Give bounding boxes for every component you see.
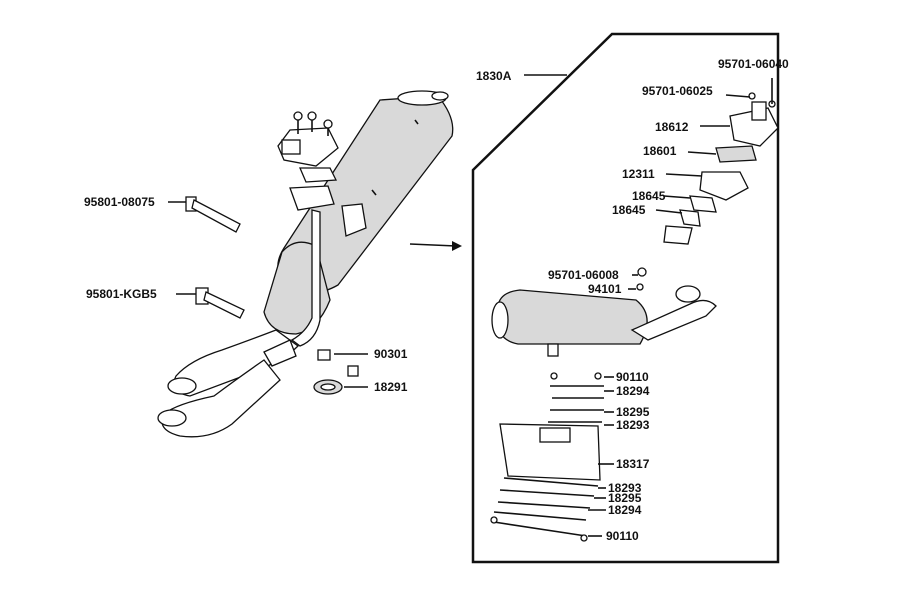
- label-heat-shield: 18317: [616, 457, 650, 471]
- top-mount-plate: [289, 185, 335, 211]
- label-flange: 18612: [655, 120, 689, 134]
- long-bolt: [185, 196, 241, 233]
- label-clip-b: 18645: [612, 203, 646, 217]
- label-strap-top-c: 18293: [616, 418, 650, 432]
- label-strap-bot-b: 18295: [608, 491, 642, 505]
- top-bolt-1: [293, 111, 303, 121]
- top-bolt-2: [307, 111, 317, 121]
- nut-pair: [317, 349, 359, 377]
- label-bolt-long: 95801-08075: [84, 195, 155, 209]
- label-strap-bot-c: 18294: [608, 503, 642, 517]
- explode-arrow: [409, 241, 462, 251]
- top-flange-pipe: [281, 139, 301, 155]
- muffler-tip: [431, 91, 449, 101]
- label-gasket-plate: 18601: [643, 144, 677, 158]
- label-screw-mid: 95701-06025: [642, 84, 713, 98]
- clip-part-b: [679, 209, 701, 227]
- label-screw-top: 95701-06040: [718, 57, 789, 71]
- strap-group-lower: [490, 477, 599, 542]
- bracket-arm: [290, 209, 321, 347]
- top-gasket: [299, 167, 338, 183]
- clip-part-a: [689, 195, 717, 213]
- bracket-small-part: [663, 225, 693, 245]
- top-bolt-3: [323, 119, 333, 129]
- bracket-mount: [341, 203, 367, 237]
- short-bolt: [195, 287, 245, 319]
- assembly-frame: [471, 32, 780, 564]
- label-fastener-top: 90110: [616, 370, 649, 384]
- strap-group-upper: [548, 372, 604, 423]
- header-inlet-2: [157, 409, 187, 427]
- label-assembly: 1830A: [476, 69, 512, 83]
- pipe-clamp: [263, 339, 297, 367]
- label-strap-bot-a: 18293: [608, 481, 642, 495]
- gasket-plate-part: [715, 145, 757, 163]
- label-clip-a: 18645: [632, 189, 666, 203]
- label-washer: 94101: [588, 282, 622, 296]
- exploded-upper-parts: [663, 92, 779, 245]
- label-bolt-small: 95701-06008: [548, 268, 619, 282]
- valve-body-part: [699, 171, 749, 201]
- label-bolt-short: 95801-KGB5: [86, 287, 157, 301]
- label-valve-body: 12311: [622, 167, 655, 181]
- label-strap-top-b: 18295: [616, 405, 650, 419]
- heat-shield-part: [499, 423, 601, 481]
- label-gasket: 18291: [374, 380, 408, 394]
- label-strap-top-a: 18294: [616, 384, 650, 398]
- label-nut: 90301: [374, 347, 408, 361]
- exploded-muffler: [491, 267, 717, 357]
- label-fastener-bottom: 90110: [606, 529, 639, 543]
- header-inlet-1: [167, 377, 197, 395]
- muffler-link-pipe: [630, 299, 717, 341]
- assembled-exhaust: [157, 90, 454, 438]
